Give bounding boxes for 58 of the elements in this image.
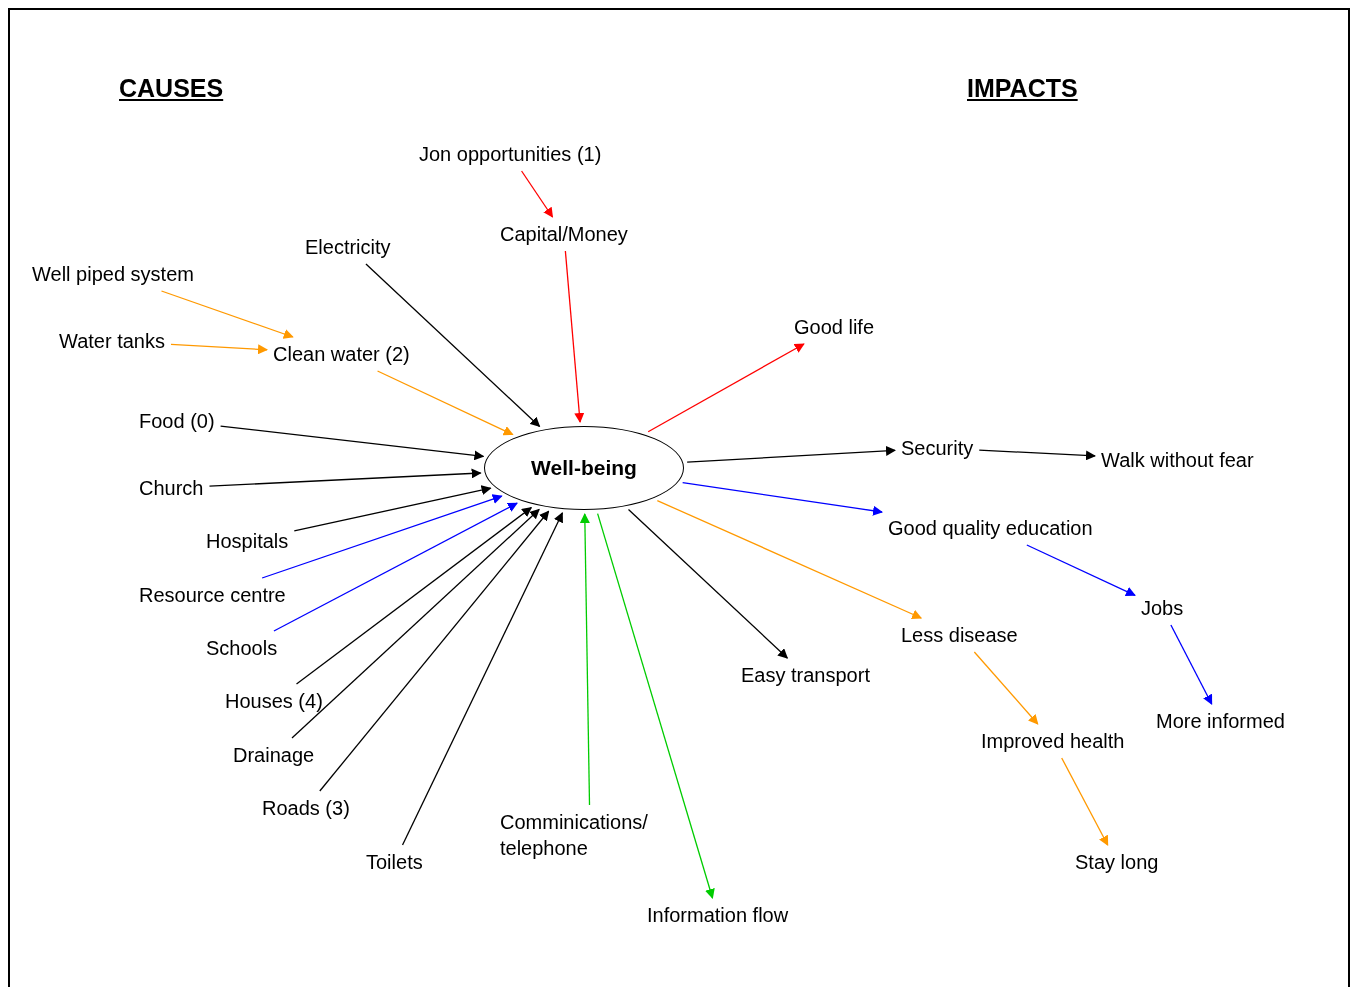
node-label: Jon opportunities (1): [417, 141, 604, 167]
arrow: [579, 513, 591, 806]
central-ellipse: [484, 426, 684, 510]
arrow: [160, 290, 294, 339]
arrow: [973, 651, 1039, 725]
node-label: Good quality education: [886, 515, 1095, 541]
arrow: [978, 449, 1096, 461]
arrow: [376, 370, 514, 436]
node-label: Hospitals: [204, 528, 291, 554]
node-label: Roads (3): [260, 795, 352, 821]
node-label: Well piped system: [30, 261, 196, 287]
node-label: Toilets: [364, 849, 425, 875]
arrow: [597, 512, 715, 899]
arrow: [1026, 544, 1136, 597]
arrow: [365, 263, 541, 428]
node-label: Capital/Money: [498, 221, 630, 247]
arrow: [1170, 624, 1213, 705]
arrow: [261, 494, 503, 579]
arrow: [170, 343, 268, 355]
node-label: Well-being: [531, 456, 637, 480]
node-label: Information flow: [645, 902, 791, 928]
node-label: Church: [137, 475, 206, 501]
arrow: [208, 468, 482, 487]
arrow: [319, 510, 550, 792]
arrow: [520, 170, 554, 218]
node-label: Stay long: [1073, 849, 1161, 875]
node-label: Schools: [204, 635, 280, 661]
node-label: Clean water (2): [271, 341, 412, 367]
arrow: [682, 481, 883, 516]
section-heading: IMPACTS: [967, 74, 1078, 103]
node-label: Houses (4): [223, 688, 325, 714]
node-label: Drainage: [231, 742, 317, 768]
arrow: [686, 445, 896, 463]
arrow: [564, 250, 585, 424]
arrow: [656, 499, 923, 619]
node-label: Less disease: [899, 622, 1020, 648]
node-label: Walk without fear: [1099, 447, 1256, 473]
arrow: [291, 508, 540, 739]
section-heading: CAUSES: [119, 74, 224, 103]
node-label: Improved health: [979, 728, 1127, 754]
node-label: More informed: [1154, 708, 1287, 734]
node-label: Jobs: [1139, 595, 1186, 621]
node-label: Easy transport: [739, 662, 872, 688]
arrow: [219, 425, 485, 461]
arrow: [273, 502, 518, 632]
node-label: Resource centre: [137, 582, 288, 608]
arrow: [401, 512, 563, 846]
node-label: Water tanks: [57, 328, 167, 354]
arrow: [647, 343, 805, 433]
arrow: [293, 485, 492, 532]
node-label: Security: [899, 435, 976, 461]
arrow: [1061, 757, 1109, 846]
node-label: Good life: [792, 314, 877, 340]
node-label: Food (0): [137, 408, 217, 434]
node-label: Electricity: [303, 234, 393, 260]
arrow: [295, 507, 533, 685]
node-label: Comminications/ telephone: [498, 809, 682, 861]
arrow: [627, 508, 788, 659]
